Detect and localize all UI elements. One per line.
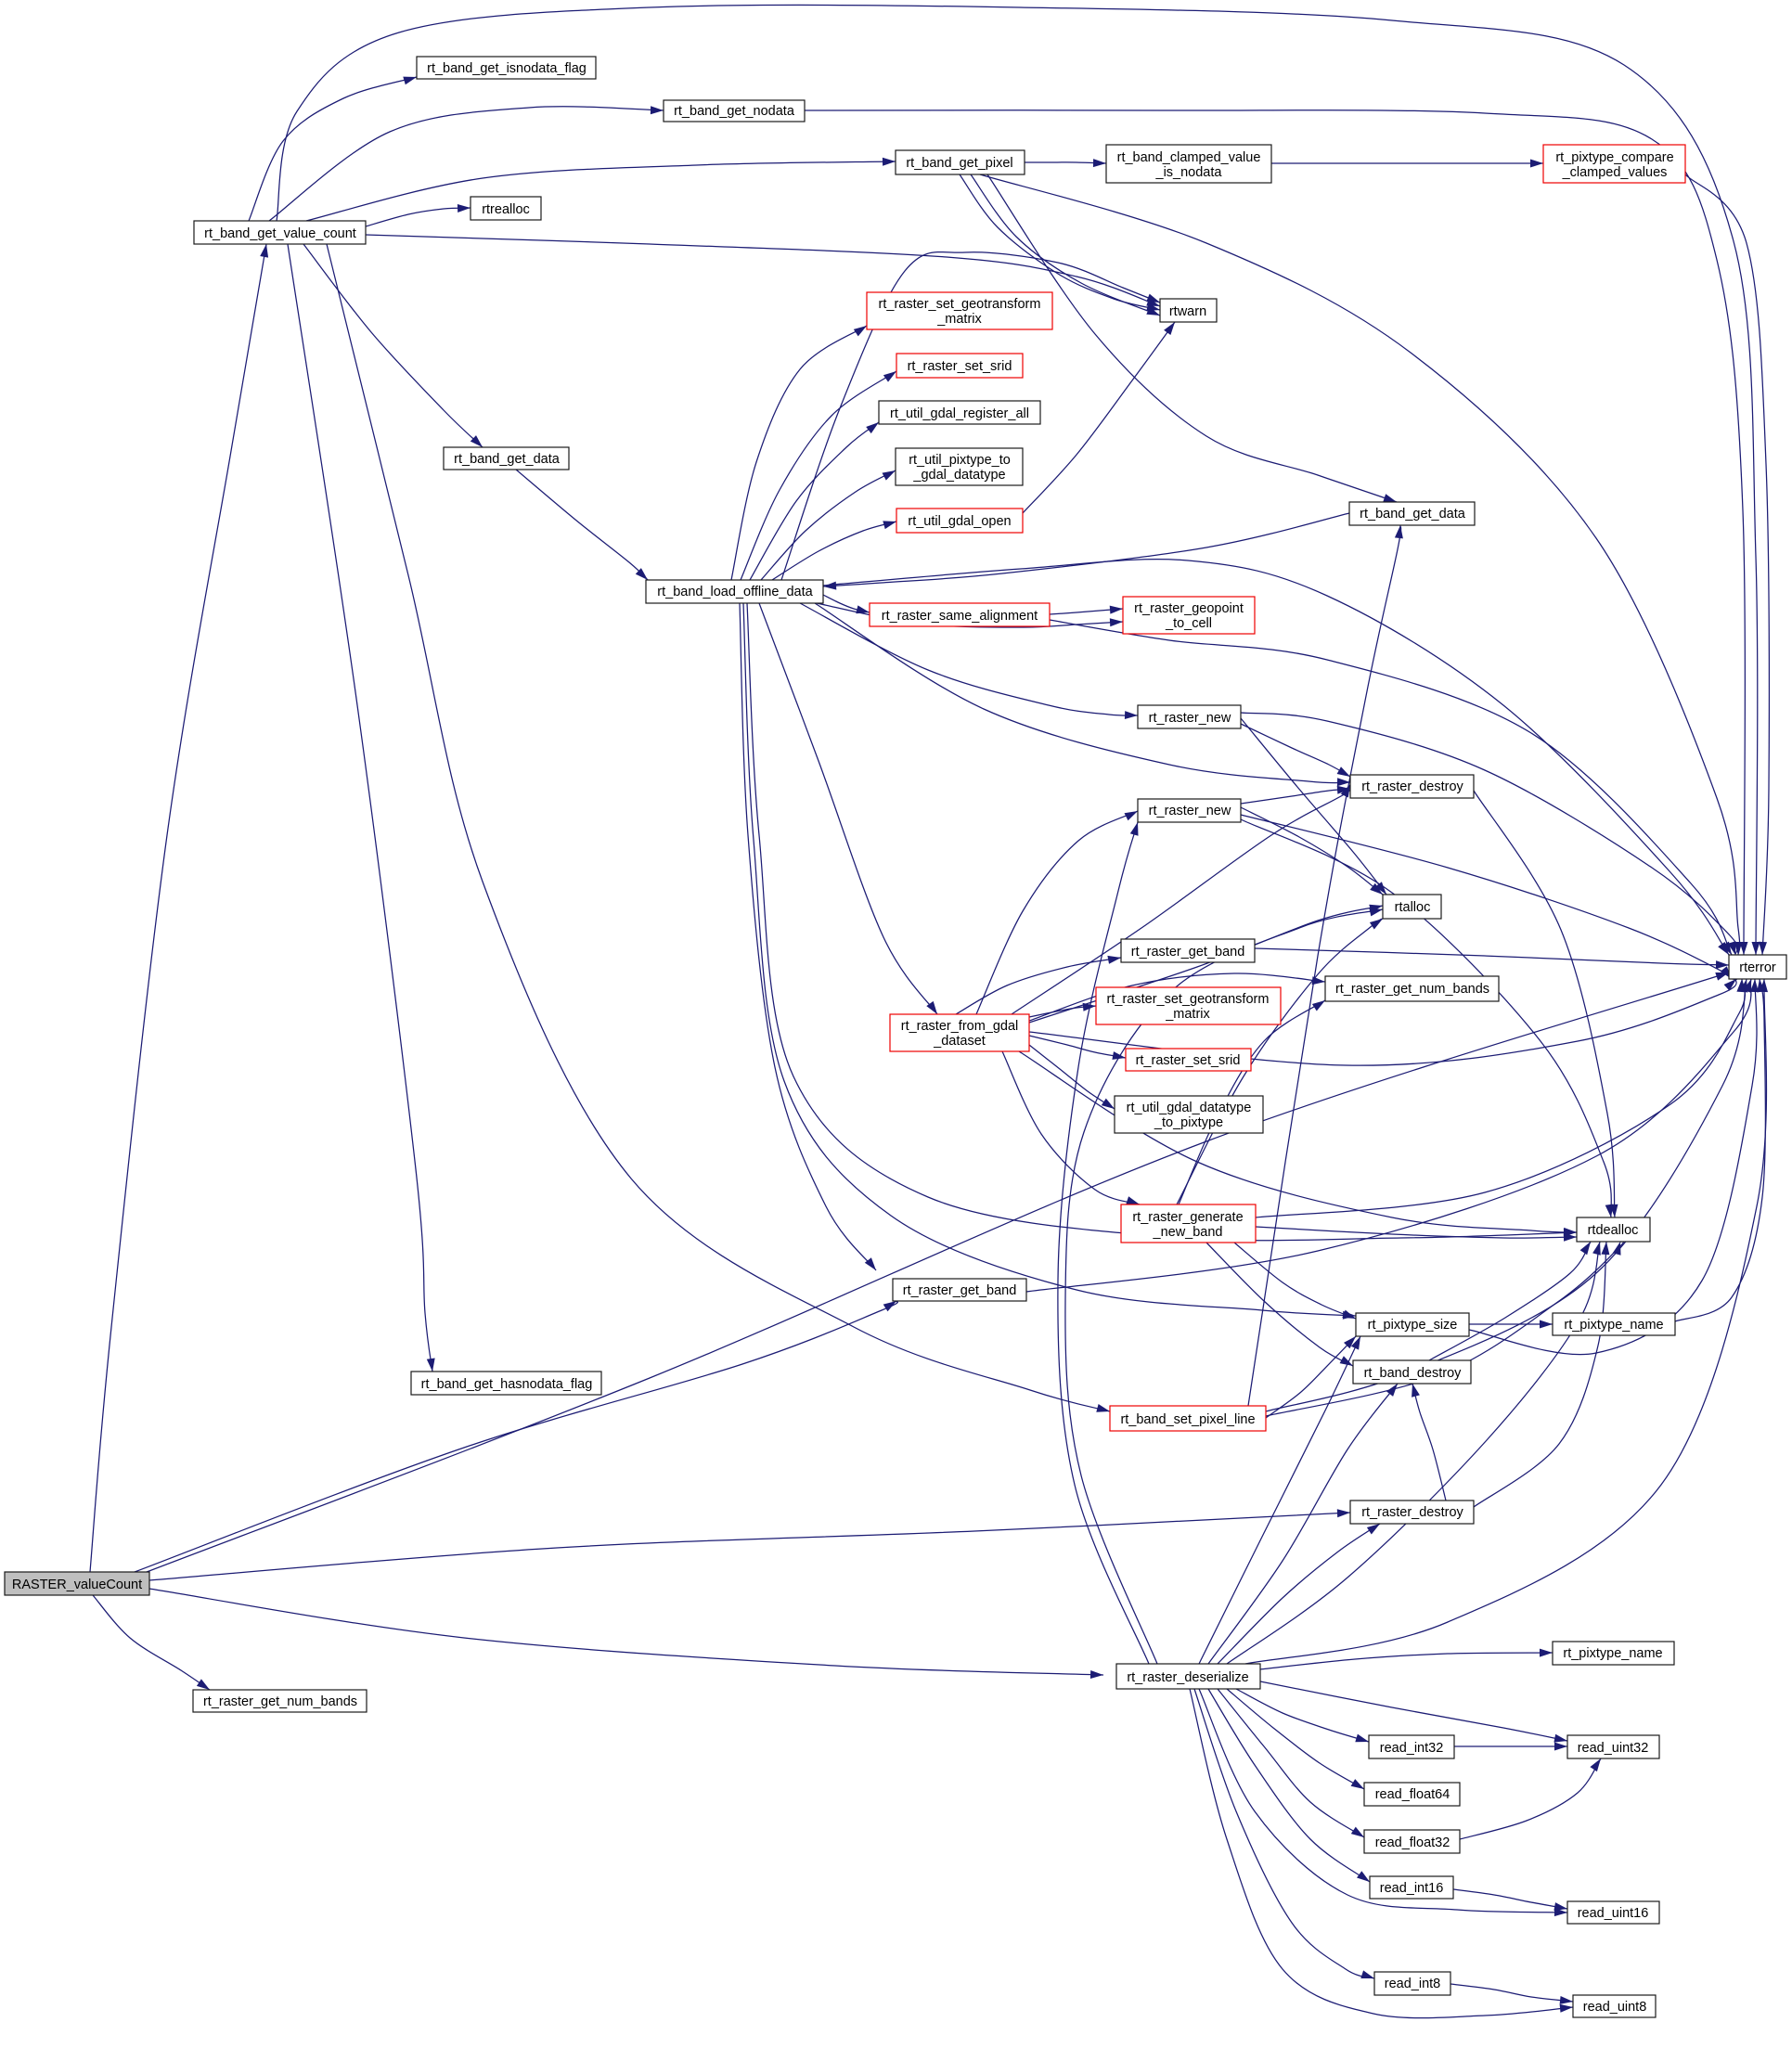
svg-text:rt_pixtype_name: rt_pixtype_name [1564,1318,1663,1333]
svg-text:rt_raster_generate: rt_raster_generate [1132,1210,1243,1225]
svg-text:rt_band_get_pixel: rt_band_get_pixel [906,156,1012,171]
svg-text:rt_band_get_nodata: rt_band_get_nodata [674,104,795,119]
svg-text:read_int8: read_int8 [1385,1977,1440,1991]
svg-text:rt_raster_new: rt_raster_new [1149,711,1231,726]
svg-text:_to_cell: _to_cell [1165,616,1212,631]
svg-text:rt_raster_destroy: rt_raster_destroy [1361,779,1463,794]
svg-text:read_uint8: read_uint8 [1583,2000,1647,2015]
svg-text:RASTER_valueCount: RASTER_valueCount [12,1578,142,1592]
svg-text:rtrealloc: rtrealloc [482,202,530,217]
svg-text:rt_util_gdal_open: rt_util_gdal_open [908,514,1011,529]
svg-text:rt_raster_set_geotransform: rt_raster_set_geotransform [879,297,1041,312]
svg-text:rt_raster_new: rt_raster_new [1149,804,1231,818]
svg-text:rt_util_gdal_datatype: rt_util_gdal_datatype [1127,1101,1252,1115]
svg-text:rt_raster_from_gdal: rt_raster_from_gdal [901,1019,1019,1034]
svg-text:rtwarn: rtwarn [1169,304,1206,319]
svg-text:rt_raster_same_alignment: rt_raster_same_alignment [882,609,1038,624]
svg-text:read_int32: read_int32 [1380,1741,1444,1756]
svg-text:rt_band_get_data: rt_band_get_data [454,452,561,467]
svg-text:rt_raster_set_srid: rt_raster_set_srid [908,359,1012,374]
svg-text:rt_raster_set_srid: rt_raster_set_srid [1136,1053,1241,1068]
svg-text:rt_band_get_hasnodata_flag: rt_band_get_hasnodata_flag [421,1377,593,1392]
svg-text:rt_band_destroy: rt_band_destroy [1364,1366,1463,1381]
svg-text:rt_pixtype_compare: rt_pixtype_compare [1555,150,1673,165]
svg-text:rt_raster_get_band: rt_raster_get_band [1131,945,1245,960]
svg-text:rt_band_get_value_count: rt_band_get_value_count [204,226,356,241]
svg-text:rt_util_gdal_register_all: rt_util_gdal_register_all [890,406,1029,421]
svg-text:rt_util_pixtype_to: rt_util_pixtype_to [909,453,1011,468]
svg-text:read_int16: read_int16 [1380,1881,1444,1896]
svg-text:rt_raster_get_band: rt_raster_get_band [903,1283,1017,1298]
svg-text:rt_raster_get_num_bands: rt_raster_get_num_bands [1335,982,1489,997]
svg-text:rt_band_get_data: rt_band_get_data [1360,507,1466,522]
svg-text:_is_nodata: _is_nodata [1155,165,1223,180]
svg-text:rt_band_clamped_value: rt_band_clamped_value [1117,150,1261,165]
svg-text:read_uint32: read_uint32 [1578,1741,1649,1756]
svg-text:rt_band_load_offline_data: rt_band_load_offline_data [657,585,813,599]
svg-text:rt_raster_destroy: rt_raster_destroy [1361,1505,1463,1520]
svg-text:rt_band_set_pixel_line: rt_band_set_pixel_line [1120,1412,1255,1427]
svg-text:rtdealloc: rtdealloc [1588,1223,1639,1238]
svg-text:read_uint16: read_uint16 [1578,1906,1649,1921]
svg-text:rterror: rterror [1739,960,1776,975]
svg-text:_clamped_values: _clamped_values [1562,165,1668,180]
svg-text:_new_band: _new_band [1153,1225,1223,1240]
svg-text:rt_raster_deserialize: rt_raster_deserialize [1127,1670,1248,1685]
svg-text:rt_pixtype_size: rt_pixtype_size [1368,1318,1458,1333]
svg-text:rtalloc: rtalloc [1395,900,1431,915]
svg-text:_to_pixtype: _to_pixtype [1154,1115,1223,1130]
svg-text:_gdal_datatype: _gdal_datatype [912,468,1005,483]
svg-text:_dataset: _dataset [933,1034,986,1049]
svg-text:_matrix: _matrix [1165,1007,1210,1022]
svg-text:rt_band_get_isnodata_flag: rt_band_get_isnodata_flag [427,61,587,76]
svg-text:rt_raster_set_geotransform: rt_raster_set_geotransform [1107,992,1270,1007]
svg-text:rt_raster_geopoint: rt_raster_geopoint [1134,601,1244,616]
svg-text:read_float32: read_float32 [1375,1835,1450,1850]
svg-text:read_float64: read_float64 [1375,1787,1450,1802]
svg-text:_matrix: _matrix [936,312,982,327]
svg-text:rt_pixtype_name: rt_pixtype_name [1563,1646,1662,1661]
svg-text:rt_raster_get_num_bands: rt_raster_get_num_bands [203,1694,357,1709]
